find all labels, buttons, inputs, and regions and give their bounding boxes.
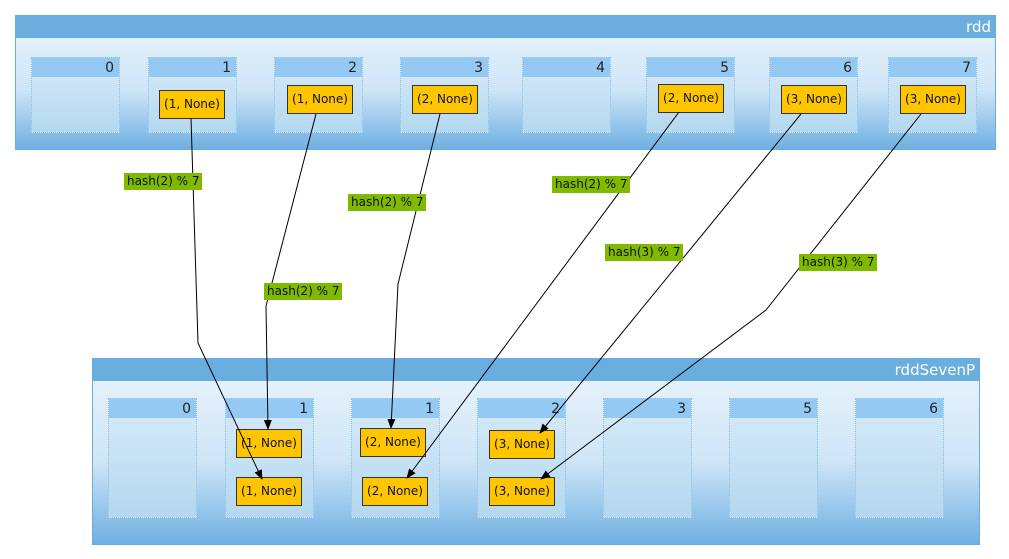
arrow-line bbox=[540, 113, 922, 480]
arrow-line bbox=[190, 117, 263, 480]
partition-index: 0 bbox=[32, 58, 119, 77]
partition-index: 1 bbox=[226, 399, 313, 418]
record-box: (1, None) bbox=[236, 429, 302, 458]
hash-label: hash(2) % 7 bbox=[552, 176, 631, 193]
rdd-partition-4: 4 bbox=[522, 57, 611, 133]
arrow-line bbox=[387, 113, 441, 429]
partition-index: 1 bbox=[149, 58, 236, 77]
record-box: (2, None) bbox=[658, 84, 724, 113]
partition-index: 3 bbox=[604, 399, 691, 418]
hash-label: hash(3) % 7 bbox=[605, 244, 684, 261]
rdd-partition-7: 7 (3, None) bbox=[888, 57, 977, 133]
hash-label: hash(3) % 7 bbox=[799, 254, 878, 271]
record-box: (3, None) bbox=[489, 430, 555, 459]
partition-index: 5 bbox=[730, 399, 817, 418]
arrow-line bbox=[539, 113, 802, 434]
hash-label: hash(2) % 7 bbox=[348, 194, 427, 211]
partition-index: 2 bbox=[275, 58, 362, 77]
partition-index: 6 bbox=[770, 58, 857, 77]
record-box: (1, None) bbox=[236, 477, 302, 506]
rdd-partition-1: 1 (1, None) bbox=[148, 57, 237, 133]
partition-index: 1 bbox=[352, 399, 439, 418]
rdd-partition-5: 5 (2, None) bbox=[646, 57, 735, 133]
record-box: (2, None) bbox=[360, 428, 426, 457]
rddsevenp-partition-1a: 1 (1, None) (1, None) bbox=[225, 398, 314, 518]
rddsevenp-partition-2: 2 (3, None) (3, None) bbox=[477, 398, 566, 518]
partition-index: 6 bbox=[856, 399, 943, 418]
rdd-partition-2: 2 (1, None) bbox=[274, 57, 363, 133]
partition-index: 4 bbox=[523, 58, 610, 77]
rdd-partition-6: 6 (3, None) bbox=[769, 57, 858, 133]
record-box: (3, None) bbox=[489, 477, 555, 506]
rdd-partition-3: 3 (2, None) bbox=[400, 57, 489, 133]
arrow-line bbox=[406, 111, 680, 479]
record-box: (2, None) bbox=[362, 477, 428, 506]
record-box: (3, None) bbox=[781, 85, 847, 114]
rdd-title: rdd bbox=[16, 16, 995, 38]
rddsevenp-partition-1b: 1 (2, None) (2, None) bbox=[351, 398, 440, 518]
rddsevenp-partition-3: 3 bbox=[603, 398, 692, 518]
rdd-partition-0: 0 bbox=[31, 57, 120, 133]
rddsevenp-panel: rddSevenP 0 1 (1, None) (1, None) 1 (2, … bbox=[92, 358, 980, 545]
record-box: (2, None) bbox=[412, 85, 478, 114]
partition-index: 5 bbox=[647, 58, 734, 77]
rdd-panel: rdd 0 1 (1, None) 2 (1, None) 3 (2, None… bbox=[15, 15, 996, 150]
partition-index: 0 bbox=[109, 399, 196, 418]
partition-index: 2 bbox=[478, 399, 565, 418]
record-box: (1, None) bbox=[159, 90, 225, 119]
record-box: (3, None) bbox=[900, 85, 966, 114]
record-box: (1, None) bbox=[287, 85, 353, 114]
rddsevenp-partition-0: 0 bbox=[108, 398, 197, 518]
rddsevenp-partition-5: 5 bbox=[729, 398, 818, 518]
partition-index: 7 bbox=[889, 58, 976, 77]
arrow-line bbox=[263, 113, 317, 430]
hash-label: hash(2) % 7 bbox=[124, 173, 203, 190]
partition-index: 3 bbox=[401, 58, 488, 77]
hash-label: hash(2) % 7 bbox=[264, 283, 343, 300]
rddsevenp-title: rddSevenP bbox=[93, 359, 979, 381]
rddsevenp-partition-6: 6 bbox=[855, 398, 944, 518]
